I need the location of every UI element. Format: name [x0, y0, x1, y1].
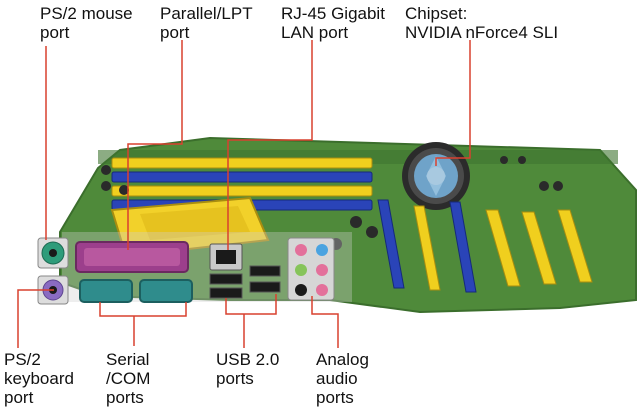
callout-serial-com-ports: Serial /COM ports — [106, 350, 151, 407]
audio-ports — [287, 237, 335, 301]
parallel-port — [75, 241, 189, 273]
expansion-slots — [377, 199, 593, 293]
callout-ps2-mouse-port: PS/2 mouse port — [40, 4, 133, 42]
callout-chipset: Chipset: NVIDIA nForce4 SLI — [405, 4, 559, 42]
capacitors — [101, 156, 563, 250]
callout-usb-ports: USB 2.0 ports — [216, 350, 280, 388]
chipset-heatsink — [402, 142, 470, 210]
leader-lines — [17, 40, 471, 348]
rj45-usb-stack — [209, 243, 281, 299]
callout-rj45-lan-port: RJ-45 Gigabit LAN port — [281, 4, 385, 42]
callout-parallel-lpt-port: Parallel/LPT port — [160, 4, 253, 42]
serial-ports — [79, 279, 193, 303]
ps2-mouse-port — [37, 237, 69, 269]
callout-ps2-keyboard-port: PS/2 keyboard port — [4, 350, 74, 407]
callout-analog-audio-ports: Analog audio ports — [316, 350, 369, 407]
